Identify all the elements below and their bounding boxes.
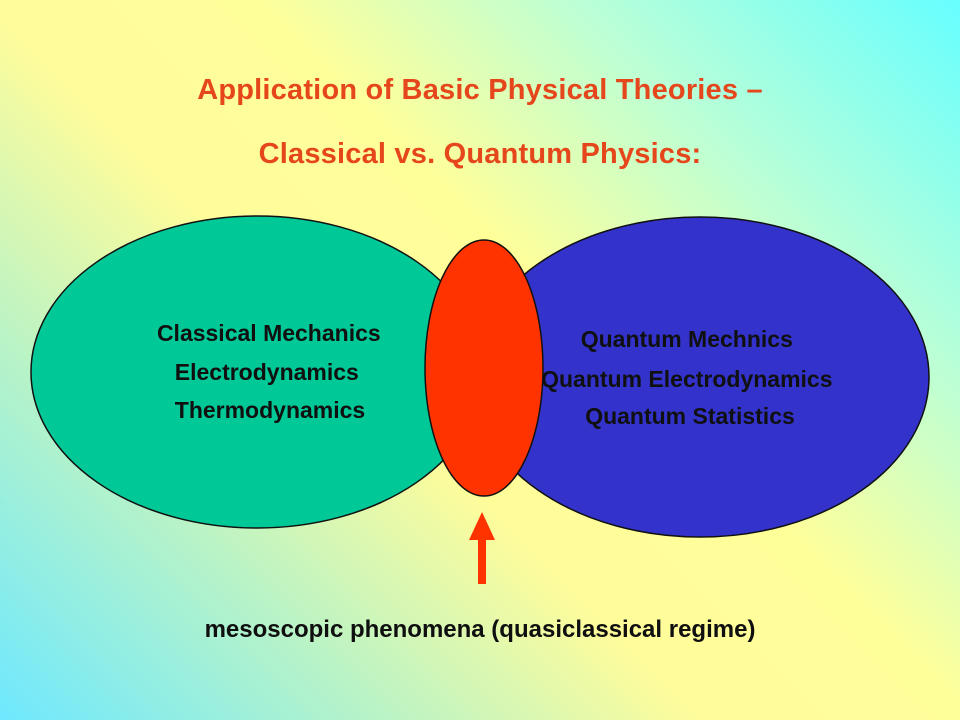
slide-title-line-1: Application of Basic Physical Theories – — [197, 74, 763, 106]
classical-item-thermodynamics: Thermodynamics — [175, 397, 365, 423]
quantum-item-mechanics: Quantum Mechnics — [581, 326, 793, 352]
mesoscopic-caption: mesoscopic phenomena (quasiclassical reg… — [204, 616, 756, 643]
classical-theory-list: Classical Mechanics Electrodynamics Ther… — [157, 320, 387, 423]
slide-title-line-2: Classical vs. Quantum Physics: — [258, 138, 702, 170]
quantum-item-statistics: Quantum Statistics — [585, 403, 795, 429]
classical-item-mechanics: Classical Mechanics — [157, 320, 381, 346]
mesoscopic-overlap-ellipse — [424, 239, 544, 497]
quantum-theory-list: Quantum Mechnics Quantum Electrodynamics… — [541, 326, 839, 429]
quantum-item-electrodynamics: Quantum Electrodynamics — [541, 366, 832, 392]
pointer-arrow-icon — [469, 512, 495, 584]
classical-item-electrodynamics: Electrodynamics — [175, 359, 359, 385]
